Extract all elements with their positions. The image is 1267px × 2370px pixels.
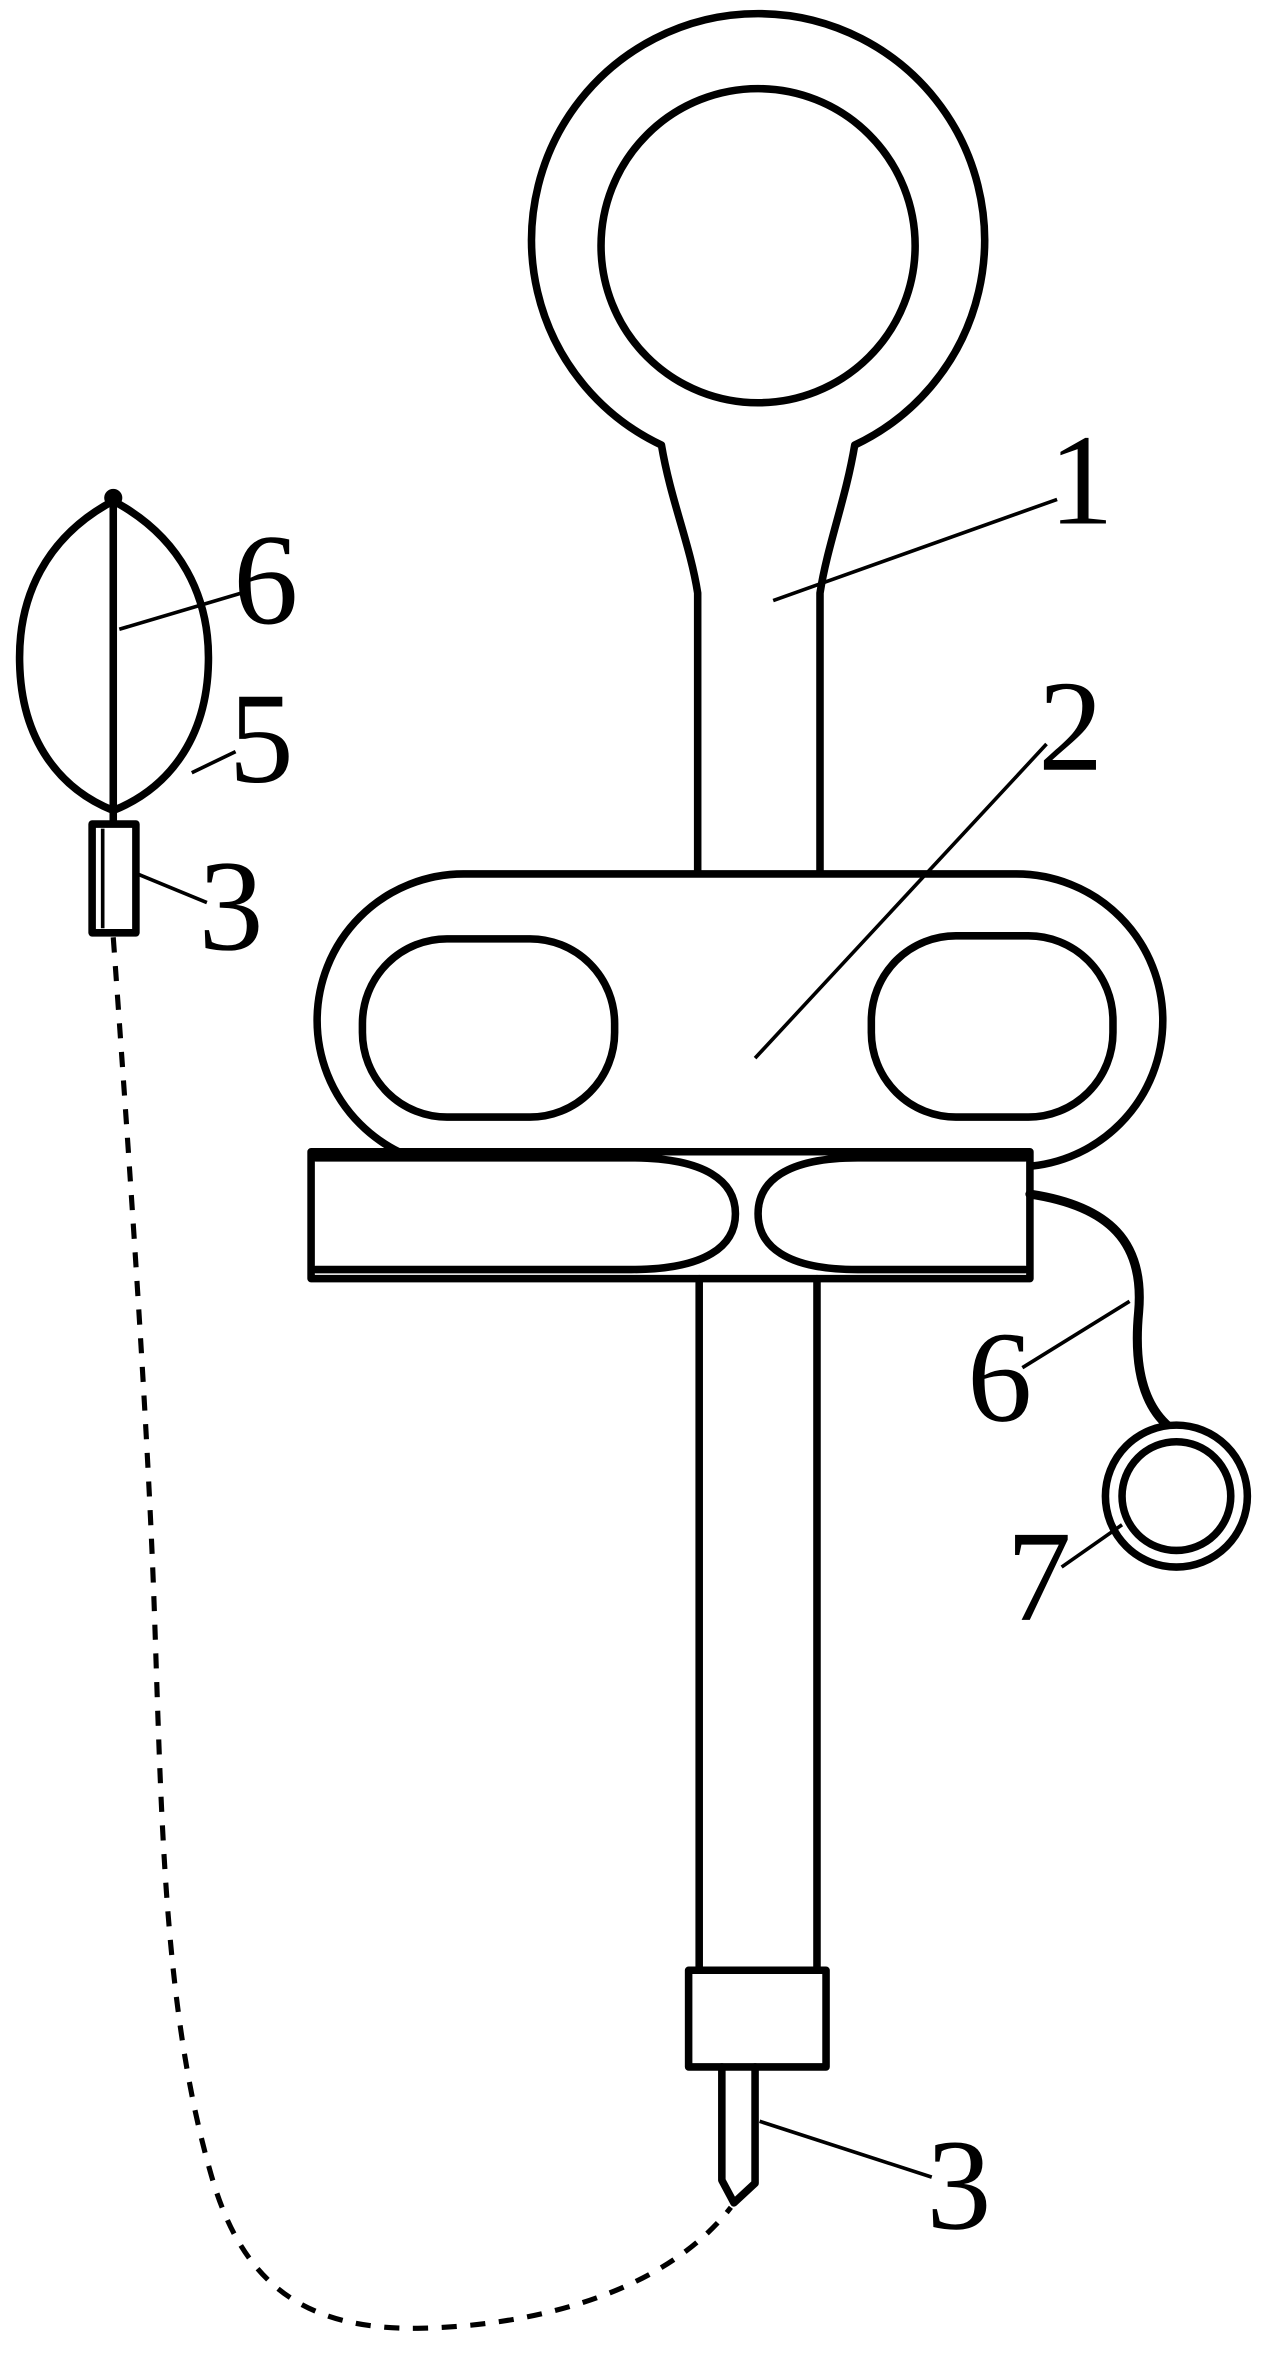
tube-fitting-left [88,820,140,937]
slider-block [307,1148,1034,1283]
slider-pad-left [311,1154,740,1274]
leader-balloon [190,749,237,775]
needle-tip-tube [718,2063,759,2207]
wire-knob [104,488,123,507]
leader-tip [759,2119,933,2179]
leader-wire-left [118,591,243,632]
leader-side-tube [1021,1299,1131,1370]
flexible-tube-dashed [110,937,733,2331]
finger-hole-left [358,935,619,1121]
label-2: 2 [1038,655,1103,799]
label-3-bottom: 3 [926,2114,991,2258]
label-1: 1 [1049,409,1114,553]
shaft-collar [684,1966,830,2071]
label-7: 7 [1007,1505,1072,1649]
finger-hole-right [867,932,1117,1121]
leader-handle [772,497,1058,603]
leader-grip [753,742,1048,1060]
side-tube [1025,1189,1174,1432]
leader-fitting-left [136,872,208,905]
label-5: 5 [229,667,294,811]
thumb-ring-hole [597,84,919,407]
lower-shaft [695,1274,821,1978]
label-6-right: 6 [967,1306,1032,1450]
coil-ring-inner [1118,1437,1235,1555]
label-3-left: 3 [199,834,264,978]
label-6-left: 6 [233,508,298,652]
slider-pad-right [754,1154,1030,1274]
leader-coil-ring [1060,1523,1124,1569]
